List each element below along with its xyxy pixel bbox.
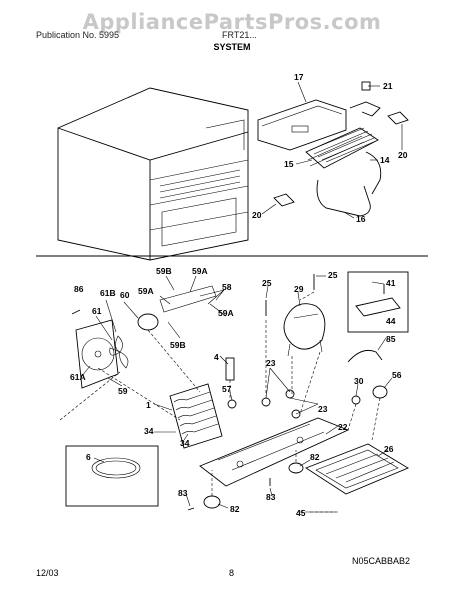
leader-lines — [81, 81, 403, 513]
defrost-heater — [316, 179, 371, 217]
callout-1: 1 — [146, 400, 151, 410]
callout-85: 85 — [386, 334, 396, 344]
part-20-lower — [273, 193, 295, 207]
foot-right — [288, 462, 304, 474]
part-85 — [347, 349, 383, 363]
callout-29: 29 — [294, 284, 304, 294]
callout-34: 34 — [180, 438, 190, 448]
model-number: FRT21... — [222, 30, 257, 40]
callout-59a: 59A — [138, 286, 154, 296]
callout-41: 41 — [386, 278, 396, 288]
callout-61: 61 — [92, 306, 102, 316]
part-4 — [225, 357, 235, 381]
screw-left — [187, 507, 195, 511]
callout-21: 21 — [383, 81, 393, 91]
callout-23: 23 — [266, 358, 276, 368]
callout-25: 25 — [262, 278, 272, 288]
callout-56: 56 — [392, 370, 402, 380]
callout-20: 20 — [252, 210, 262, 220]
callout-44: 44 — [386, 316, 396, 326]
clip-wire — [349, 101, 381, 117]
callout-4: 4 — [214, 352, 219, 362]
publication-number: Publication No. 5995 — [36, 30, 120, 40]
grommet-a — [261, 397, 271, 407]
grommet-b — [285, 389, 295, 399]
callout-83: 83 — [266, 492, 276, 502]
wire-harness — [91, 457, 141, 479]
callout-23: 23 — [318, 404, 328, 414]
callout-83: 83 — [178, 488, 188, 498]
callout-15: 15 — [284, 159, 294, 169]
evaporator — [305, 127, 379, 169]
diagram-code: N05CABBAB2 — [352, 556, 411, 566]
callout-59b: 59B — [156, 266, 172, 276]
part-56 — [372, 385, 388, 399]
fan-motor — [137, 313, 159, 331]
callout-60: 60 — [120, 290, 130, 300]
inset-wire-harness — [65, 445, 159, 507]
callout-16: 16 — [356, 214, 366, 224]
callout-20: 20 — [398, 150, 408, 160]
watermark: AppliancePartsPros.com — [82, 10, 382, 34]
callout-59: 59 — [118, 386, 128, 396]
callout-25: 25 — [328, 270, 338, 280]
cabinet-illustration — [57, 87, 249, 261]
callout-58: 58 — [222, 282, 232, 292]
callout-17: 17 — [294, 72, 304, 82]
section-title: SYSTEM — [213, 42, 251, 52]
callout-6: 6 — [86, 452, 91, 462]
callout-59a: 59A — [192, 266, 208, 276]
fan-bracket — [159, 285, 217, 313]
callout-82: 82 — [310, 452, 320, 462]
callout-61b: 61B — [100, 288, 116, 298]
callout-14: 14 — [380, 155, 390, 165]
footer-page-number: 8 — [229, 568, 235, 578]
part-86 — [71, 309, 81, 315]
callout-82: 82 — [230, 504, 240, 514]
suction-tube — [365, 151, 382, 195]
evaporator-cover — [257, 99, 347, 151]
condenser-coil — [169, 383, 223, 449]
callout-26: 26 — [384, 444, 394, 454]
part-57 — [227, 399, 237, 409]
callout-22: 22 — [338, 422, 348, 432]
callout-34: 34 — [144, 426, 154, 436]
callout-59b: 59B — [170, 340, 186, 350]
foot-left — [203, 495, 221, 509]
callout-57: 57 — [222, 384, 232, 394]
footer-date: 12/03 — [36, 568, 59, 578]
callout-59a: 59A — [218, 308, 234, 318]
assembly-lines — [59, 291, 381, 496]
part-30 — [351, 395, 361, 405]
compressor — [283, 303, 326, 357]
condenser-fan-shroud — [75, 319, 119, 389]
fan-blade — [109, 335, 129, 369]
inset-relay-bracket — [347, 271, 409, 333]
callout-61a: 61A — [70, 372, 86, 382]
callout-labels: 17 21 20 15 14 20 16 59B 59A 58 59A 59A … — [70, 72, 408, 518]
callout-45: 45 — [296, 508, 306, 518]
callout-86: 86 — [74, 284, 84, 294]
drain-pan — [305, 443, 409, 495]
relay-bracket — [355, 297, 401, 317]
callout-30: 30 — [354, 376, 364, 386]
part-20-upper — [387, 111, 409, 125]
